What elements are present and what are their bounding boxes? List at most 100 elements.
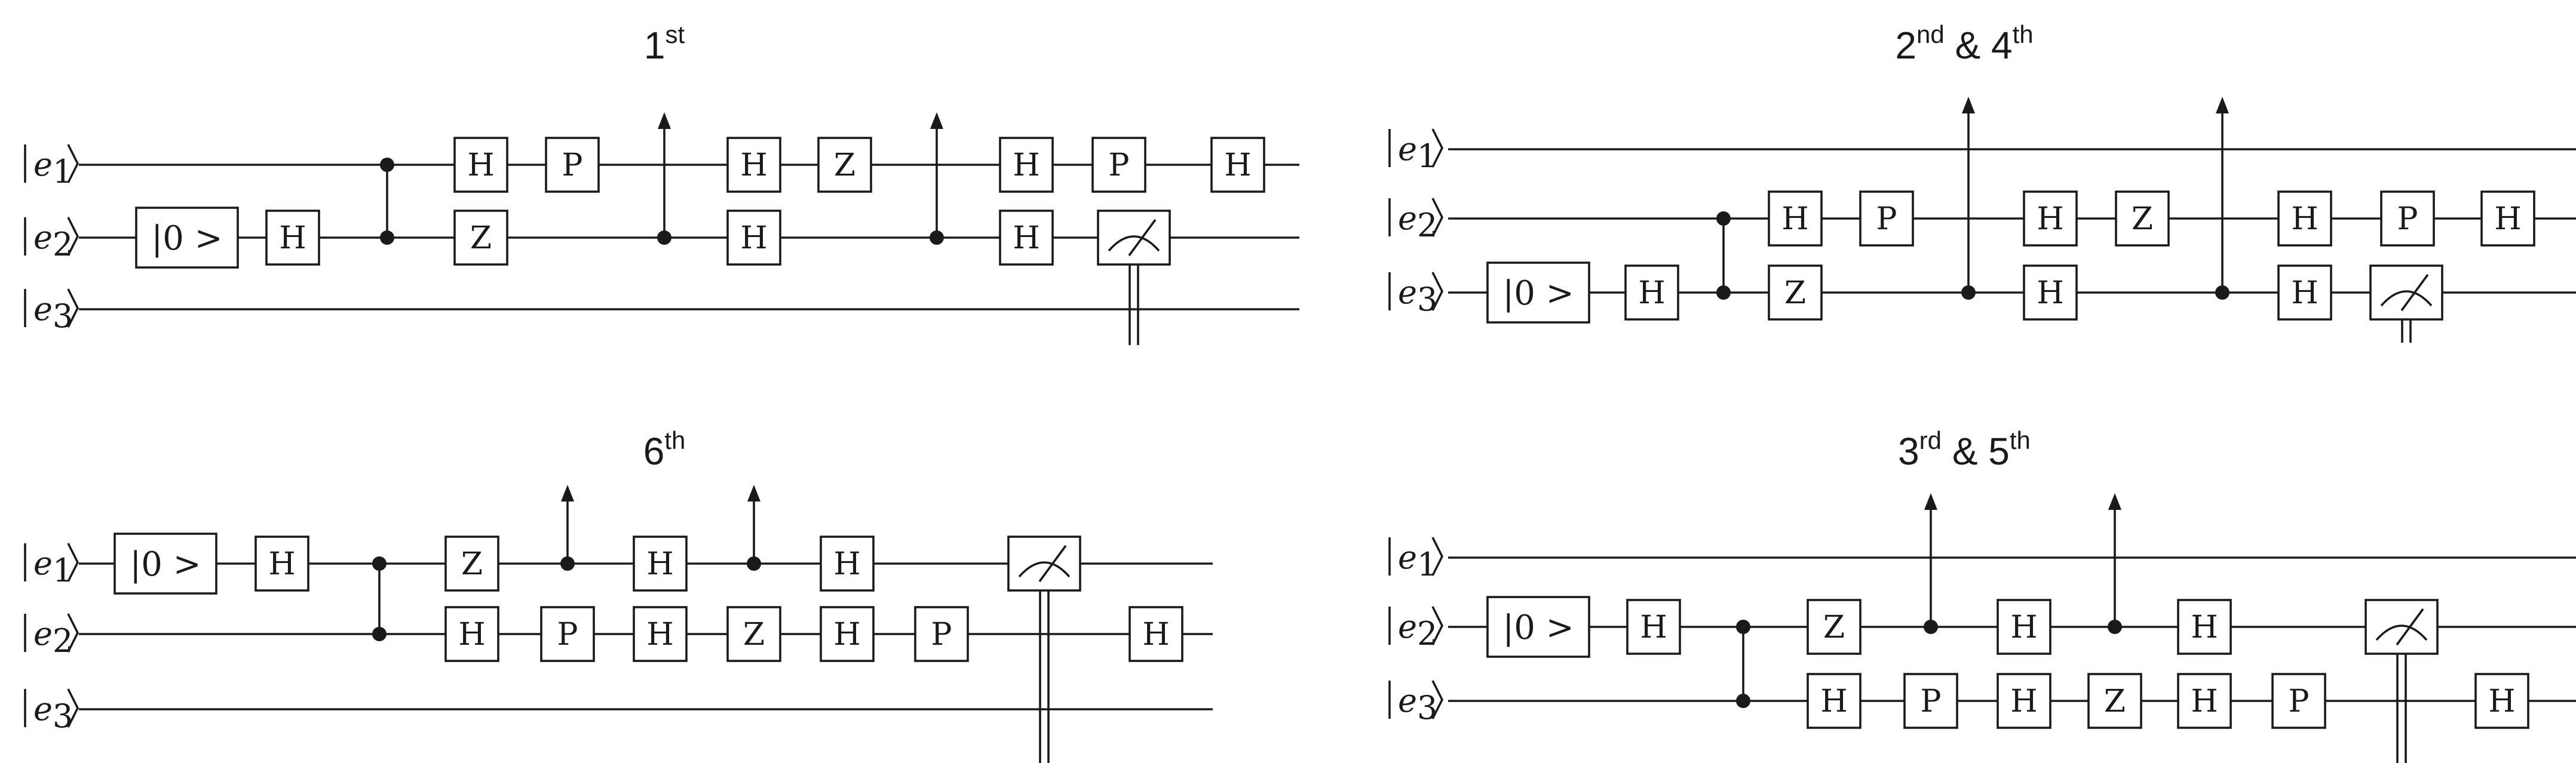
meter-needle-icon [2396, 608, 2424, 646]
qubit-label-e3-angle [1431, 680, 1444, 719]
gate-h-box [2023, 190, 2078, 247]
meter-arc-icon [1108, 235, 1160, 252]
init-state-label: |0 > [151, 219, 222, 258]
gate-h-label: H [646, 617, 673, 653]
control-dot [380, 158, 394, 172]
gate-h-box [1768, 190, 1823, 247]
circuit-title-4: 3rd & 5th [1898, 426, 2031, 473]
gate-p-box [2380, 190, 2435, 247]
meter-arc-icon [2380, 290, 2433, 307]
gate-h-box [2277, 190, 2332, 247]
measurement-meter-box [1007, 536, 1081, 592]
gate-h-label: H [2191, 610, 2218, 645]
gate-p-label: P [1109, 147, 1130, 183]
gate-z-box [1807, 599, 1862, 655]
gate-z-box [2087, 673, 2142, 729]
qubit-label-e2-e: e [1398, 608, 1417, 645]
control-dot [1736, 694, 1750, 708]
qubit-label-e1-e: e [1398, 130, 1417, 168]
gate-z-box [453, 210, 508, 266]
gate-h-label: H [467, 147, 494, 183]
arrow-source-dot [2108, 620, 2122, 634]
init-state-box [135, 207, 239, 269]
gate-h-label: H [1781, 201, 1808, 237]
gate-p-box [540, 606, 595, 662]
gate-p-label: P [2289, 684, 2310, 719]
qubit-label-e2-e: e [33, 219, 53, 256]
arrow-up-icon [1962, 97, 1975, 113]
qubit-label-e3-e: e [1398, 273, 1417, 311]
gate-h-box [1997, 599, 2051, 655]
meter-needle-icon [2400, 273, 2429, 312]
gate-h-label: H [458, 617, 485, 653]
gate-h-box [2277, 264, 2332, 321]
gate-h-label: H [279, 220, 306, 256]
arrow-up-icon [747, 485, 760, 502]
gate-z-box [817, 137, 872, 193]
arrow-up-icon [561, 485, 574, 502]
meter-arc-icon [2375, 624, 2428, 641]
gate-z-label: Z [2104, 684, 2126, 719]
gate-p-label: P [1876, 201, 1897, 237]
control-dot [1736, 620, 1750, 634]
gate-z-box [444, 536, 499, 592]
qubit-label-e3-sub: 3 [1417, 281, 1437, 318]
control-dot [1716, 285, 1731, 300]
arrow-source-dot [1961, 285, 1976, 300]
meter-needle-icon [1128, 219, 1157, 257]
init-state-label: |0 > [130, 545, 201, 584]
arrow-up-icon [930, 112, 943, 129]
gate-p-label: P [557, 617, 578, 653]
circuit-title-2: 2nd & 4th [1895, 20, 2033, 67]
qubit-label-e1-e: e [33, 146, 53, 183]
gate-h-label: H [1638, 275, 1665, 311]
gate-p-label: P [1921, 684, 1942, 719]
gate-h-box [1626, 599, 1681, 655]
circuit-title-1: 1st [644, 20, 685, 67]
gate-h-label: H [1224, 147, 1251, 183]
gate-h-box [265, 210, 320, 266]
gate-h-label: H [2037, 201, 2063, 237]
control-dot [380, 230, 394, 245]
gate-h-label: H [2010, 610, 2037, 645]
gate-h-box [444, 606, 499, 662]
qubit-label-e1-e: e [1398, 539, 1417, 576]
gate-h-box [1624, 264, 1679, 321]
gate-h-box [999, 210, 1054, 266]
meter-arc-icon [1018, 561, 1071, 578]
gate-z-box [1768, 264, 1823, 321]
gate-z-label: Z [743, 617, 765, 653]
qubit-label-e1-sub: 1 [1417, 137, 1437, 175]
gate-h-box [820, 606, 875, 662]
arrow-source-dot [560, 556, 575, 571]
arrow-source-dot [657, 230, 671, 245]
arrow-source-dot [747, 556, 761, 571]
measurement-meter-box [2365, 599, 2439, 655]
gate-h-box [254, 536, 309, 592]
control-dot [372, 627, 387, 641]
gate-p-label: P [931, 617, 952, 653]
gate-h-label: H [740, 220, 767, 256]
gate-h-box [820, 536, 875, 592]
qubit-label-e1-angle [67, 144, 79, 183]
init-state-label: |0 > [1502, 274, 1574, 313]
gate-z-label: Z [834, 147, 855, 183]
gate-h-box [1128, 606, 1183, 662]
gate-h-label: H [2488, 684, 2515, 719]
qubit-label-e3-e: e [33, 690, 53, 728]
gates-layer [24, 97, 2535, 729]
gate-h-label: H [1820, 684, 1847, 719]
arrow-source-dot [930, 230, 944, 245]
gate-h-label: H [833, 617, 860, 653]
qubit-label-e3-sub: 3 [1417, 689, 1437, 727]
gate-p-box [1859, 190, 1914, 247]
gate-p-box [2271, 673, 2326, 729]
gate-h-label: H [1013, 147, 1039, 183]
qubit-label-e1-sub: 1 [53, 153, 73, 190]
gate-h-box [453, 137, 508, 193]
gate-p-box [545, 137, 600, 193]
qubit-label-e3-angle [67, 688, 79, 728]
init-state-box [114, 533, 217, 595]
gate-p-box [1903, 673, 1958, 729]
gate-h-label: H [1640, 610, 1667, 645]
